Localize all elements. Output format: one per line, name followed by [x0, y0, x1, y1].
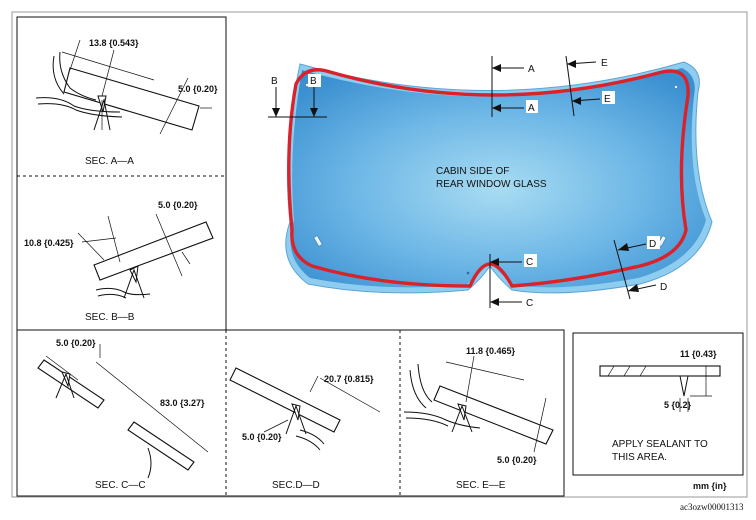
legend-dim-height: 11 {0.43}: [680, 349, 717, 359]
section-marker-c-top: C: [526, 257, 533, 268]
section-marker-e-bottom: E: [604, 94, 611, 105]
figure-id: ac3ozw00001313: [680, 502, 744, 512]
section-marker-a-top: A: [528, 64, 535, 75]
section-c-caption: SEC. C—C: [95, 480, 146, 491]
section-c-detail: 5.0 {0.20} 83.0 {3.27} SEC. C—C: [37, 338, 209, 491]
glass-note-line2: REAR WINDOW GLASS: [436, 179, 547, 190]
section-marker-e-top: E: [601, 58, 608, 69]
section-b-detail: 10.8 {0.425} 5.0 {0.20} SEC. B—B: [24, 200, 214, 323]
section-c-dim2: 83.0 {3.27}: [160, 398, 205, 408]
section-d-dim1: 20.7 {0.815}: [324, 374, 374, 384]
section-marker-b-outer: B: [271, 76, 278, 87]
section-d-caption: SEC.D—D: [272, 480, 320, 491]
section-a-caption: SEC. A—A: [85, 156, 134, 167]
section-b-caption: SEC. B—B: [85, 312, 135, 323]
section-e-dim2: 5.0 {0.20}: [497, 455, 537, 465]
section-e-caption: SEC. E—E: [456, 480, 506, 491]
legend-instruction-line2: THIS AREA.: [612, 452, 667, 463]
rear-window-glass: CABIN SIDE OF REAR WINDOW GLASS: [285, 61, 713, 294]
glass-note-line1: CABIN SIDE OF: [436, 166, 509, 177]
section-b-dim2: 5.0 {0.20}: [158, 200, 198, 210]
units-label: mm {in}: [693, 481, 727, 491]
section-c-dim1: 5.0 {0.20}: [56, 338, 96, 348]
section-a-detail: 13.8 {0.543} 5.0 {0.20} SEC. A—A: [35, 38, 218, 167]
section-e-detail: 11.8 {0.465} 5.0 {0.20} SEC. E—E: [403, 346, 554, 491]
section-b-dim1: 10.8 {0.425}: [24, 238, 74, 248]
legend-instruction-line1: APPLY SEALANT TO: [612, 439, 708, 450]
outer-frame: [11, 11, 748, 498]
section-marker-b-inner: B: [310, 76, 317, 87]
section-panel-borders: [16, 16, 744, 497]
legend-dim-width: 5 {0.2}: [664, 400, 692, 410]
section-e-dim1: 11.8 {0.465}: [466, 346, 516, 356]
section-marker-d-bottom: D: [660, 282, 667, 293]
section-marker-a-bottom: A: [528, 103, 535, 114]
sealant-legend: 11 {0.43} 5 {0.2} APPLY SEALANT TO THIS …: [599, 349, 721, 463]
section-d-dim2: 5.0 {0.20}: [242, 432, 282, 442]
section-marker-d-top: D: [649, 239, 656, 250]
section-d-detail: 20.7 {0.815} 5.0 {0.20} SEC.D—D: [229, 367, 381, 491]
section-a-dim1: 13.8 {0.543}: [89, 38, 139, 48]
section-markers: A A B B C C D D E: [268, 55, 667, 309]
sealant-bead: [287, 68, 690, 288]
section-marker-c-bottom: C: [526, 298, 533, 309]
section-a-dim2: 5.0 {0.20}: [178, 84, 218, 94]
glass-surface: [290, 68, 706, 288]
